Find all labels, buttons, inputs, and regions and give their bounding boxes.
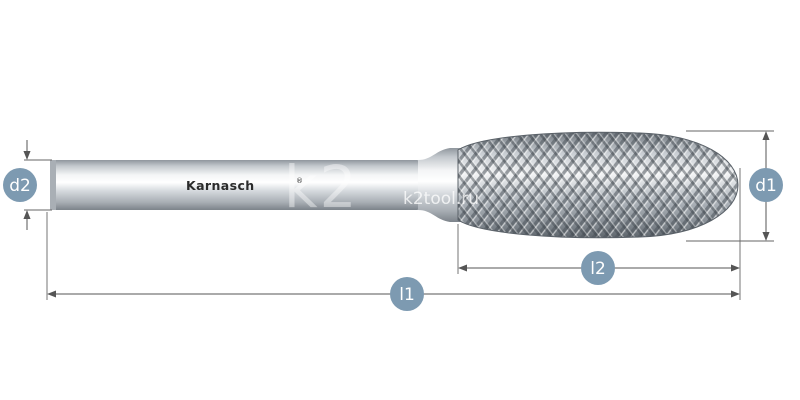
brand-logo: Karnasch ® — [186, 177, 303, 193]
label-l1-text: l1 — [399, 285, 415, 305]
brand-name: Karnasch — [186, 178, 255, 193]
label-l1: l1 — [390, 277, 424, 311]
label-d2-text: d2 — [9, 176, 31, 196]
label-d2: d2 — [3, 168, 37, 202]
label-l2: l2 — [581, 251, 615, 285]
watermark: k2 k2tool.ru — [284, 153, 479, 221]
watermark-url: k2tool.ru — [403, 189, 479, 209]
watermark-logo: k2 — [284, 153, 359, 221]
cutter-head — [457, 131, 739, 239]
shank — [50, 148, 462, 222]
extension-lines — [24, 130, 774, 300]
label-l2-text: l2 — [590, 259, 606, 279]
brand-mark: ® — [296, 177, 303, 185]
label-d1: d1 — [749, 168, 783, 202]
label-d1-text: d1 — [755, 176, 777, 196]
